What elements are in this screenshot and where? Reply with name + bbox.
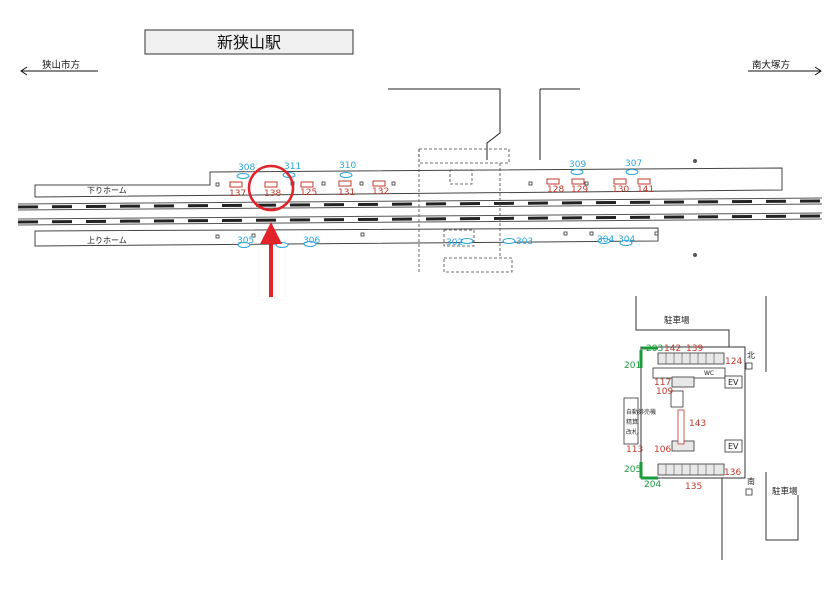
tracks bbox=[17, 197, 823, 226]
red-124: 124 bbox=[725, 357, 742, 367]
label-303: 303 bbox=[516, 237, 533, 247]
red-labels: 137 138 125 131 132 128 129 130 141 bbox=[229, 185, 654, 199]
ev-label-1: EV bbox=[728, 378, 739, 387]
red-135: 135 bbox=[685, 482, 702, 492]
direction-right-label: 南大塚方 bbox=[752, 59, 790, 71]
ev-label-2: EV bbox=[728, 442, 739, 451]
label-132: 132 bbox=[372, 187, 389, 197]
label-128: 128 bbox=[547, 185, 564, 195]
green-203: 203 bbox=[646, 344, 663, 354]
up-platform: 上りホーム bbox=[34, 227, 659, 247]
highlight-circle bbox=[247, 164, 295, 212]
tiny-label-3: 改札 bbox=[626, 428, 638, 436]
direction-left-label: 狭山市方 bbox=[42, 59, 80, 71]
label-130: 130 bbox=[612, 185, 629, 195]
label-305: 305 bbox=[237, 236, 254, 246]
label-131: 131 bbox=[338, 188, 355, 198]
red-106: 106 bbox=[654, 445, 671, 455]
direction-left: 狭山市方 bbox=[20, 59, 98, 76]
label-129: 129 bbox=[571, 185, 588, 195]
parking-bottom: 駐車場 bbox=[772, 486, 798, 497]
label-307: 307 bbox=[625, 159, 642, 169]
label-308: 308 bbox=[238, 163, 255, 173]
green-204: 204 bbox=[644, 480, 661, 490]
red-142: 142 bbox=[664, 344, 681, 354]
parking-top: 駐車場 bbox=[664, 315, 690, 326]
highlight-marker bbox=[247, 164, 295, 297]
concourse-area: 駐車場 WC EV EV 自動券売機 精算 改札 20 bbox=[623, 296, 799, 560]
wc-label: WC bbox=[704, 370, 714, 377]
up-platform-label: 上りホーム bbox=[87, 236, 127, 245]
green-205: 205 bbox=[624, 465, 641, 475]
north-exit: 北 bbox=[747, 351, 755, 360]
red-113: 113 bbox=[626, 445, 643, 455]
tiny-label-1: 自動券売機 bbox=[626, 408, 656, 416]
label-137: 137 bbox=[229, 189, 246, 199]
label-141: 141 bbox=[637, 185, 654, 195]
label-304a: 304 bbox=[597, 235, 614, 245]
label-125: 125 bbox=[300, 188, 317, 198]
label-306: 306 bbox=[303, 236, 320, 246]
red-boards bbox=[229, 178, 651, 188]
green-201: 201 bbox=[624, 361, 641, 371]
south-exit: 南 bbox=[747, 476, 755, 486]
label-302: 302 bbox=[446, 238, 463, 248]
red-117: 117 bbox=[654, 378, 671, 388]
label-304b: 304 bbox=[618, 235, 635, 245]
blue-labels: 308 311 310 309 307 305 306 302 303 304 … bbox=[237, 159, 642, 248]
label-138: 138 bbox=[264, 189, 281, 199]
platform-markers bbox=[215, 181, 659, 239]
title-box: 新狭山駅 bbox=[144, 29, 354, 55]
red-136: 136 bbox=[724, 468, 741, 478]
dot-markers bbox=[693, 159, 697, 257]
red-109: 109 bbox=[656, 387, 673, 397]
label-309: 309 bbox=[569, 160, 586, 170]
down-platform: 下りホーム bbox=[34, 167, 783, 198]
concourse-dashed bbox=[418, 148, 513, 273]
station-title: 新狭山駅 bbox=[217, 33, 281, 52]
tiny-label-2: 精算 bbox=[626, 418, 638, 426]
label-310: 310 bbox=[339, 161, 356, 171]
direction-right: 南大塚方 bbox=[748, 59, 822, 76]
red-139: 139 bbox=[686, 344, 703, 354]
down-platform-label: 下りホーム bbox=[87, 186, 127, 195]
label-311: 311 bbox=[284, 162, 301, 172]
red-143: 143 bbox=[689, 419, 706, 429]
highlight-arrow-head bbox=[260, 222, 282, 244]
blue-ovals bbox=[236, 169, 639, 248]
